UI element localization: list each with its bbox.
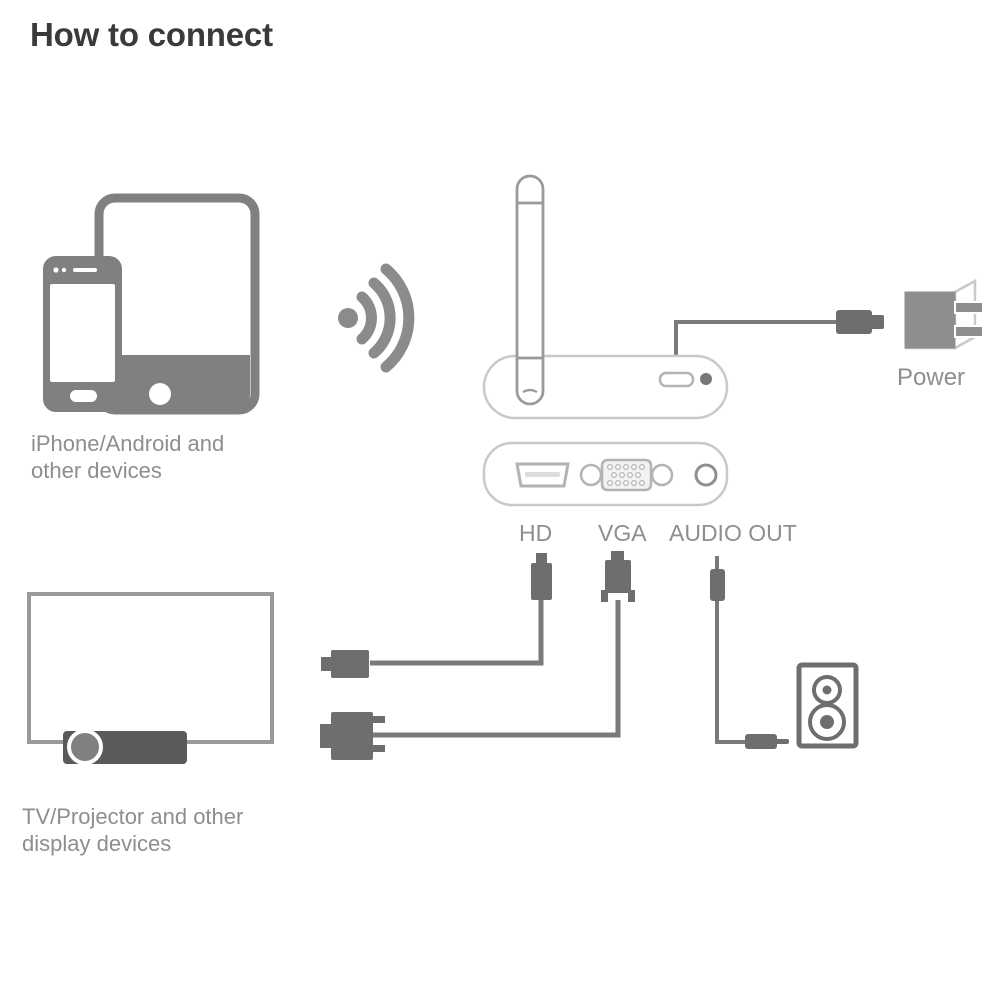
speaker-woofer	[808, 703, 846, 741]
hdmi-cable	[321, 553, 552, 678]
micro-usb-port	[658, 371, 695, 388]
phone-screen	[50, 284, 115, 382]
phone-home-button	[70, 390, 97, 402]
vga-plug-top-screw-left	[601, 590, 608, 602]
hdmi-cable-line	[370, 600, 544, 666]
hdmi-plug-top-body	[531, 563, 552, 600]
vga-plug-tv-tip	[320, 724, 332, 748]
vga-plug-tv-screw-top	[372, 716, 385, 723]
speaker-icon	[796, 662, 859, 749]
audio-3.5mm-cable	[710, 556, 789, 749]
port-label-audio-out: AUDIO OUT	[669, 520, 797, 546]
power-adapter-caption: Power	[897, 364, 966, 391]
wifi-dot	[338, 308, 358, 328]
audio-plug-speaker-barrel	[745, 734, 777, 749]
power-cable-plug-body	[836, 310, 872, 334]
vga-screw-left	[579, 463, 603, 487]
vga-plug-top-screw-right	[628, 590, 635, 602]
power-adapter-body	[904, 291, 956, 349]
mobile-devices-caption: iPhone/Android and other devices	[31, 431, 225, 484]
wifi-icon	[338, 263, 415, 373]
phone-camera-icon	[53, 267, 59, 273]
phone-earpiece	[73, 268, 97, 272]
display-devices-caption: TV/Projector and other display devices	[22, 804, 244, 857]
tablet-chin	[104, 355, 250, 410]
dongle-top-body	[482, 354, 729, 420]
port-label-hd: HD	[519, 520, 553, 546]
vga-pins	[606, 464, 645, 487]
antenna-base-curve	[522, 388, 538, 393]
page-title: How to connect	[30, 16, 273, 53]
audio-plug-speaker-tip	[775, 739, 789, 744]
hdmi-port	[515, 462, 570, 488]
vga-plug-top-tip	[611, 551, 624, 562]
wifi-display-dongle-top-view	[482, 174, 729, 420]
tv-screen	[27, 592, 274, 744]
hdmi-plug-tv-tip	[321, 657, 333, 671]
phone-tablet-icon	[43, 193, 260, 415]
wifi-display-dongle-port-panel	[482, 441, 729, 507]
speaker-tweeter-dot	[822, 685, 832, 695]
audio-plug-top-barrel	[710, 569, 725, 601]
audio-out-jack-port	[694, 463, 718, 487]
wifi-arc-1	[356, 291, 377, 345]
tv-projector-icon	[27, 592, 274, 765]
vga-cable	[320, 551, 635, 760]
phone-sensor-icon	[61, 267, 67, 273]
hdmi-port-slot	[525, 472, 560, 477]
power-adapter-prong-bottom	[954, 325, 984, 338]
vga-cable-line	[372, 600, 621, 738]
projector-lens	[67, 729, 103, 765]
power-cable-plug-tip	[870, 315, 884, 329]
hdmi-plug-top-tip	[536, 553, 547, 565]
wifi-arc-2	[368, 277, 396, 359]
vga-screw-right	[650, 463, 674, 487]
vga-plug-top-body	[605, 560, 631, 593]
led-indicator	[700, 373, 712, 385]
power-adapter-icon	[904, 278, 984, 351]
vga-plug-tv-body	[331, 712, 373, 760]
hdmi-plug-tv-body	[331, 650, 369, 678]
tablet-home-button	[149, 383, 171, 405]
vga-plug-tv-screw-bottom	[372, 745, 385, 752]
vga-port-shell	[600, 458, 653, 492]
port-label-vga: VGA	[598, 520, 647, 546]
vga-port	[579, 458, 674, 492]
antenna-body	[515, 174, 545, 406]
wifi-arc-3	[380, 263, 415, 373]
speaker-woofer-dot	[820, 715, 834, 729]
power-adapter-prong-top	[954, 301, 984, 314]
